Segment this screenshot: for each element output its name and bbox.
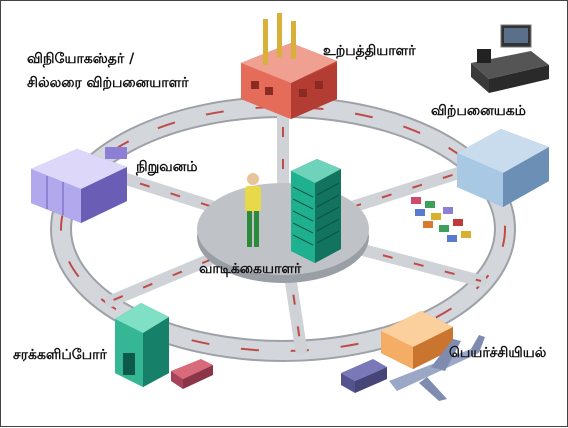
airplane-icon [389, 335, 485, 401]
containers-icon [411, 197, 471, 242]
delivery-truck-icon [341, 359, 387, 393]
relocation-label: பெயர்ச்சியியல் [449, 345, 547, 361]
factory-icon [241, 13, 337, 119]
manufacturer-label: உற்பத்தியாளர் [323, 43, 416, 59]
customer-label: வாடிக்கையாளர் [199, 261, 302, 277]
warehouse-icon [457, 129, 549, 207]
person-icon [245, 173, 261, 247]
company-building-icon [31, 147, 127, 223]
retail-store-label: விற்பனையகம் [431, 103, 526, 119]
truck-icon [171, 359, 213, 389]
depot-icon [115, 303, 169, 387]
company-label: நிறுவனம் [136, 159, 198, 175]
distributor-label-line1: விநியோகஸ்தர் / [27, 51, 135, 67]
supplier-label: சரக்களிப்போர் [13, 347, 107, 363]
orange-building-icon [381, 311, 453, 369]
cash-register-icon [471, 24, 549, 93]
distributor-label-line2: சில்லரை விற்பனையாளர் [27, 75, 189, 91]
office-tower-icon [291, 159, 341, 263]
